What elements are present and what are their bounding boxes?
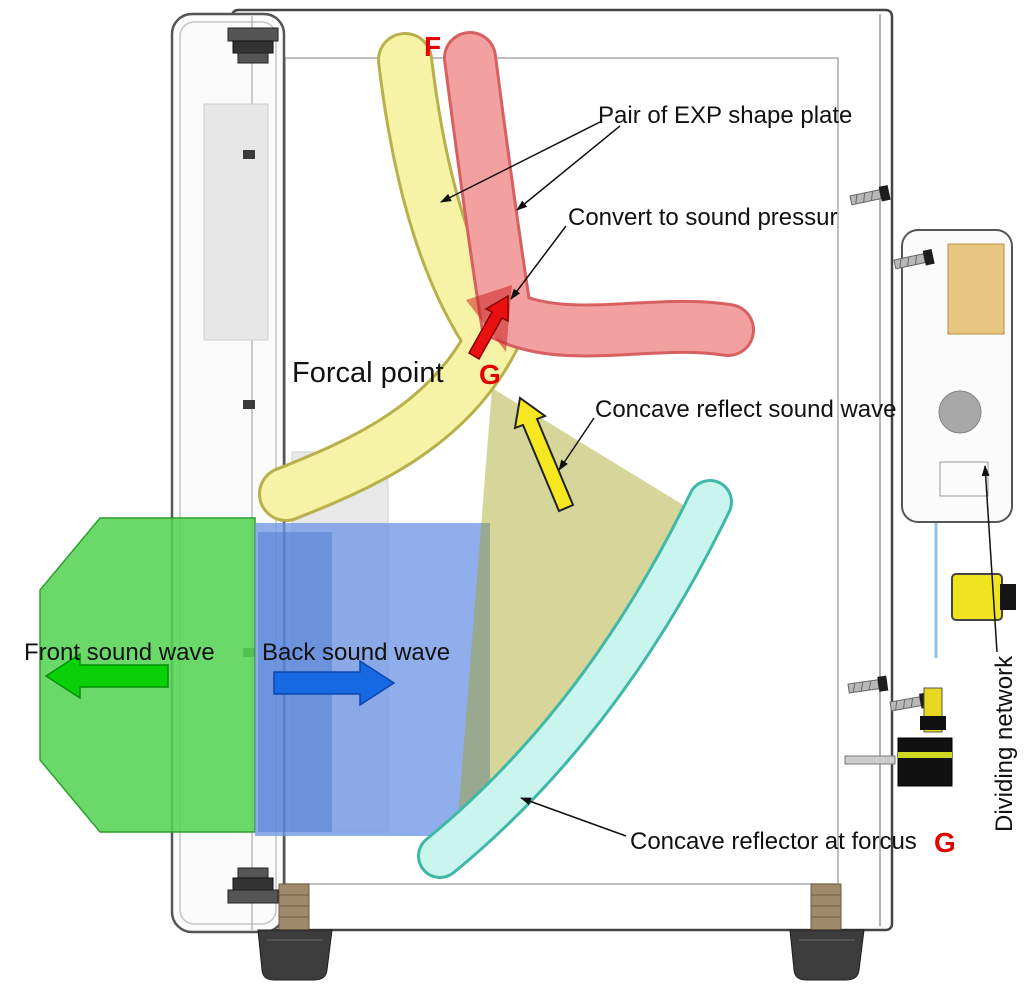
front-wave-arrow-icon: [44, 652, 169, 700]
terminal-stripe: [898, 752, 952, 758]
leader-reflector: [520, 797, 627, 837]
leader-exp-plate-red: [516, 125, 621, 211]
clamp-bottom-left-icon: [227, 867, 279, 904]
driver-block: [203, 103, 269, 341]
f-marker: F: [424, 31, 441, 62]
fuse-collar: [920, 716, 946, 730]
g-marker: G: [479, 359, 501, 390]
screw-icon: [893, 248, 935, 270]
network-knob: [938, 390, 982, 434]
yellow-reflect-arrow-icon: [513, 396, 575, 513]
network-slot: [939, 461, 989, 497]
label-exp-plate: Pair of EXP shape plate: [598, 102, 852, 129]
g-marker-2: G: [934, 827, 956, 858]
bolt-rod-icon: [844, 755, 896, 765]
foot-right: [789, 929, 865, 981]
spacer-left-icon: [278, 883, 310, 931]
concave-reflector: [417, 479, 733, 879]
screw-mark-icon: [243, 150, 255, 159]
label-back-wave: Back sound wave: [262, 639, 450, 666]
screw-icon: [847, 675, 889, 694]
label-dividing-network: Dividing network: [991, 655, 1018, 832]
label-concave-reflect: Concave reflect sound wave: [595, 396, 897, 423]
leader-convert: [510, 225, 567, 300]
leader-dividing-network: [981, 465, 998, 653]
foot-left: [257, 929, 333, 981]
screw-icon: [849, 184, 891, 206]
label-convert: Convert to sound pressur: [568, 204, 837, 231]
spacer-right-icon: [810, 883, 842, 931]
label-reflector: Concave reflector at forcus: [630, 828, 917, 855]
exp-plate-yellow: [258, 32, 525, 522]
binding-post-cap: [1000, 584, 1016, 610]
dividing-network-assembly: [844, 184, 1016, 787]
back-wave-arrow-icon: [273, 659, 396, 707]
reflected-fan-region: [456, 388, 698, 844]
label-front-wave: Front sound wave: [24, 639, 215, 666]
label-focal-point: Forcal point: [292, 357, 444, 389]
terminal-black-box: [897, 737, 953, 787]
crossover-board: [947, 243, 1005, 335]
leader-exp-plate-yellow: [440, 121, 601, 203]
leader-concave-reflect: [558, 417, 595, 471]
red-pressure-arrow-icon: [467, 294, 509, 361]
screw-mark-icon: [243, 400, 255, 409]
clamp-top-left-icon: [227, 27, 279, 64]
